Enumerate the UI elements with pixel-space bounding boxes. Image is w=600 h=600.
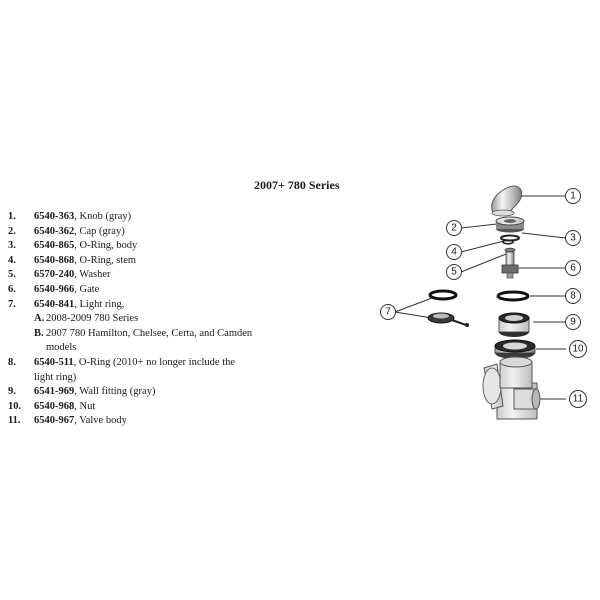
part-item-8: 8. 6540-511, O-Ring (2010+ no longer inc… (8, 356, 308, 371)
part-desc: , O-Ring, stem (74, 254, 137, 266)
part-code: 6540-841 (34, 298, 75, 310)
callout-7: 7 (380, 304, 396, 320)
part-desc: , Wall fitting (gray) (74, 386, 156, 398)
part-number: 9. (8, 386, 16, 398)
callout-label: 9 (570, 317, 576, 328)
callout-label: 6 (570, 263, 576, 274)
part-item-10: 10. 6540-968, Nut (8, 400, 308, 415)
part-item-2: 2. 6540-362, Cap (gray) (8, 225, 308, 240)
part-desc: , Knob (gray) (74, 211, 132, 222)
part-number: 6. (8, 283, 16, 295)
callout-9: 9 (565, 314, 581, 330)
part-desc: , Nut (74, 400, 96, 412)
part-8-cont: light ring) (34, 371, 77, 383)
light-ring-part (427, 289, 469, 327)
part-item-3: 3. 6540-865, O-Ring, body (8, 239, 308, 254)
part-code: 6540-363 (34, 211, 75, 222)
callout-2: 2 (446, 220, 462, 236)
callout-label: 5 (451, 267, 457, 278)
part-item-11: 11. 6540-967, Valve body (8, 414, 308, 429)
nut-part (494, 339, 536, 359)
part-desc: , Valve body (74, 415, 127, 427)
part-code: 6540-868 (34, 254, 75, 266)
part-7-sub-b: B. 2007 780 Hamilton, Chelsee, Certa, an… (34, 327, 308, 342)
callout-10: 10 (569, 340, 587, 358)
part-code: 6570-240 (34, 269, 75, 281)
callout-label: 7 (385, 307, 391, 318)
wall-fitting-part (498, 312, 530, 337)
oring-part (496, 290, 530, 302)
callout-11: 11 (569, 390, 587, 408)
part-number: 3. (8, 240, 16, 252)
part-code: 6540-968 (34, 400, 75, 412)
gate-part (501, 247, 519, 279)
part-item-1: 1. 6540-363, Knob (gray) (8, 210, 308, 225)
diagram-title: 2007+ 780 Series (254, 178, 340, 192)
part-number: 2. (8, 225, 16, 237)
sub-text: 2007 780 Hamilton, Chelsee, Certa, and C… (46, 327, 253, 339)
part-desc: , Light ring, (74, 298, 125, 310)
part-desc: , O-Ring (2010+ no longer include the (73, 356, 236, 368)
part-number: 1. (8, 211, 16, 222)
callout-5: 5 (446, 264, 462, 280)
callout-1: 1 (565, 188, 581, 204)
part-item-4: 4. 6540-868, O-Ring, stem (8, 254, 308, 269)
part-code: 6540-967 (34, 415, 75, 427)
part-code: 6540-362 (34, 225, 75, 237)
callout-6: 6 (565, 260, 581, 276)
part-item-6: 6. 6540-966, Gate (8, 283, 308, 298)
callout-label: 2 (451, 223, 457, 234)
part-item-7: 7. 6540-841, Light ring, (8, 298, 308, 313)
callout-8: 8 (565, 288, 581, 304)
part-7-sub-a: A. 2008-2009 780 Series (34, 312, 308, 327)
callout-label: 3 (570, 233, 576, 244)
part-desc: , Washer (74, 269, 111, 281)
callout-label: 10 (572, 344, 584, 355)
sub-text: 2008-2009 780 Series (46, 313, 139, 325)
part-desc: , O-Ring, body (74, 240, 138, 252)
part-number: 4. (8, 254, 16, 266)
valve-body-part (482, 356, 541, 420)
part-code: 6540-865 (34, 240, 75, 252)
callout-label: 11 (573, 394, 584, 405)
cap-part (495, 216, 525, 233)
part-desc: , Gate (74, 283, 100, 295)
knob-part (491, 185, 523, 217)
callout-label: 4 (451, 247, 457, 258)
leader-lines (394, 195, 567, 400)
part-code: 6540-966 (34, 283, 75, 295)
part-number: 5. (8, 269, 16, 281)
sub-letter: B. (34, 327, 44, 339)
callouts: 1 2 3 4 5 6 7 8 (380, 188, 587, 408)
part-number: 11. (8, 415, 21, 427)
part-7-sub-b-cont: models (46, 342, 77, 354)
part-desc: , Cap (gray) (74, 225, 125, 237)
part-code: 6541-969 (34, 386, 75, 398)
callout-label: 1 (570, 191, 576, 202)
callout-4: 4 (446, 244, 462, 260)
callout-3: 3 (565, 230, 581, 246)
part-code: 6540-511 (34, 356, 74, 368)
part-number: 10. (8, 400, 22, 412)
part-item-9: 9. 6541-969, Wall fitting (gray) (8, 385, 308, 400)
part-number: 7. (8, 298, 16, 310)
callout-label: 8 (570, 291, 576, 302)
part-item-5: 5. 6570-240, Washer (8, 268, 308, 283)
part-number: 8. (8, 356, 16, 368)
sub-letter: A. (34, 313, 45, 325)
parts-list: 1. 6540-363, Knob (gray) 2. 6540-362, Ca… (8, 210, 308, 429)
oring-stem-part (502, 239, 514, 245)
